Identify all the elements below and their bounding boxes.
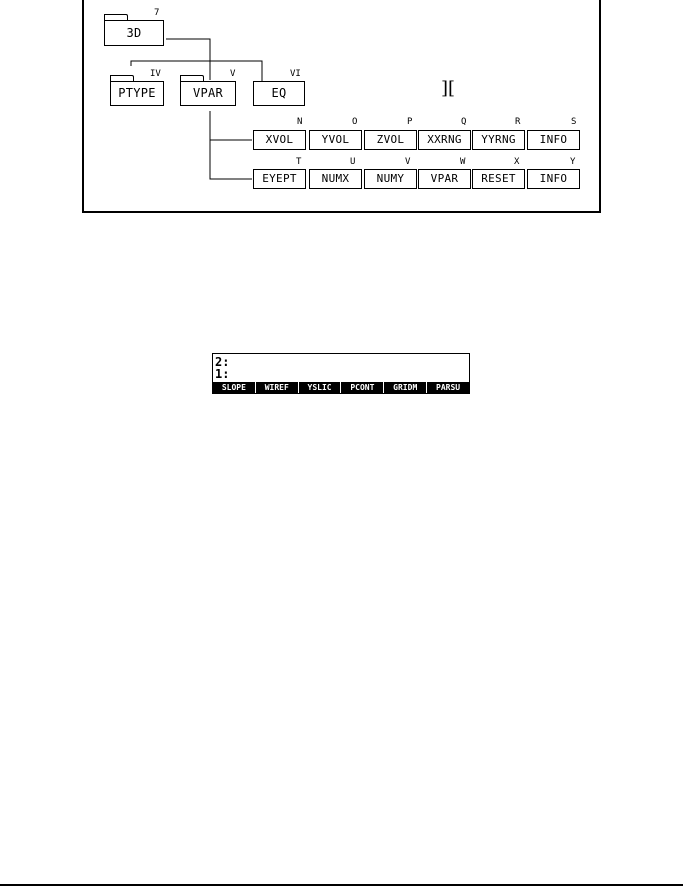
softkey-xxrng[interactable]: XXRNG: [418, 130, 471, 150]
menu-tree-diagram: 7 3D IV PTYPE V VPAR VI EQ ][ N XVOL O Y…: [82, 0, 601, 213]
softkey-vpar[interactable]: VPAR: [418, 169, 471, 189]
directory-3d[interactable]: 3D: [104, 20, 164, 46]
softkey-slope[interactable]: SLOPE: [213, 382, 256, 393]
softkey-zvol[interactable]: ZVOL: [364, 130, 417, 150]
key-marker-yvol: O: [352, 117, 358, 127]
stack-level-2: 2:: [215, 355, 230, 369]
page-bottom-rule: [0, 884, 683, 886]
softkey-menu-bar: SLOPE WIREF YSLIC PCONT GRIDM PARSU: [213, 382, 469, 393]
folder-tab-vpar: [180, 75, 204, 81]
key-marker-xvol: N: [297, 117, 303, 127]
key-marker-reset: X: [514, 157, 520, 167]
softkey-info-2[interactable]: INFO: [527, 169, 580, 189]
softkey-yvol[interactable]: YVOL: [309, 130, 362, 150]
softkey-numy[interactable]: NUMY: [364, 169, 417, 189]
key-marker-info-2: Y: [570, 157, 576, 167]
softkey-info-1[interactable]: INFO: [527, 130, 580, 150]
key-marker-yyrng: R: [515, 117, 521, 127]
softkey-gridm[interactable]: GRIDM: [384, 382, 428, 393]
key-marker-zvol: P: [407, 117, 413, 127]
calculator-screen: 2: 1: SLOPE WIREF YSLIC PCONT GRIDM PARS…: [212, 353, 470, 394]
softkey-pcont[interactable]: PCONT: [341, 382, 385, 393]
key-marker-eyept: T: [296, 157, 302, 167]
softkey-wiref[interactable]: WIREF: [256, 382, 299, 393]
key-marker-ptype: IV: [150, 69, 161, 79]
text-cursor-icon: ][: [441, 78, 456, 99]
folder-tab-ptype: [110, 75, 134, 81]
key-marker-vpar: V: [230, 69, 236, 79]
softkey-parsu[interactable]: PARSU: [436, 383, 461, 392]
key-marker-numx: U: [350, 157, 356, 167]
key-marker-eq: VI: [290, 69, 301, 79]
key-marker-numy: V: [405, 157, 411, 167]
folder-tab-3d: [104, 14, 128, 20]
key-marker-vpar: W: [460, 157, 466, 167]
softkey-numx[interactable]: NUMX: [309, 169, 362, 189]
key-marker-xxrng: Q: [461, 117, 467, 127]
directory-ptype[interactable]: PTYPE: [110, 81, 164, 106]
softkey-yyrng[interactable]: YYRNG: [472, 130, 525, 150]
key-marker-3d: 7: [154, 8, 160, 18]
softkey-reset[interactable]: RESET: [472, 169, 525, 189]
softkey-yslic[interactable]: YSLIC: [299, 382, 342, 393]
softkey-eyept[interactable]: EYEPT: [253, 169, 306, 189]
softkey-xvol[interactable]: XVOL: [253, 130, 306, 150]
stack-level-1: 1:: [215, 367, 230, 381]
variable-eq[interactable]: EQ: [253, 81, 305, 106]
directory-vpar[interactable]: VPAR: [180, 81, 236, 106]
tree-connector-lines: [130, 38, 263, 180]
key-marker-info-1: S: [571, 117, 577, 127]
